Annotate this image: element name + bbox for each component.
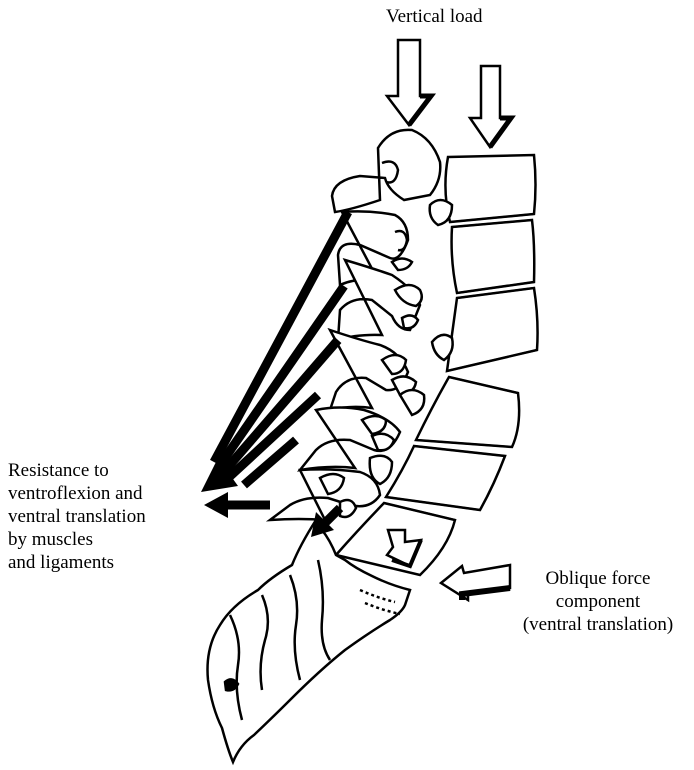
resistance-label-line-1: Resistance to <box>8 459 146 482</box>
oblique-label-line-2: component <box>513 590 683 613</box>
vertical-load-label: Vertical load <box>386 5 483 28</box>
resistance-label: Resistance to ventroflexion and ventral … <box>8 459 146 574</box>
resistance-label-line-2: ventroflexion and <box>8 482 146 505</box>
oblique-force-label: Oblique force component (ventral transla… <box>513 567 683 636</box>
resistance-label-line-4: by muscles <box>8 528 146 551</box>
vertical-load-arrow-left <box>387 40 431 125</box>
resistance-label-line-5: and ligaments <box>8 551 146 574</box>
oblique-force-arrow <box>441 565 510 600</box>
vertical-load-arrow-right <box>470 66 511 147</box>
oblique-label-line-1: Oblique force <box>513 567 683 590</box>
oblique-label-line-3: (ventral translation) <box>513 613 683 636</box>
resistance-label-line-3: ventral translation <box>8 505 146 528</box>
